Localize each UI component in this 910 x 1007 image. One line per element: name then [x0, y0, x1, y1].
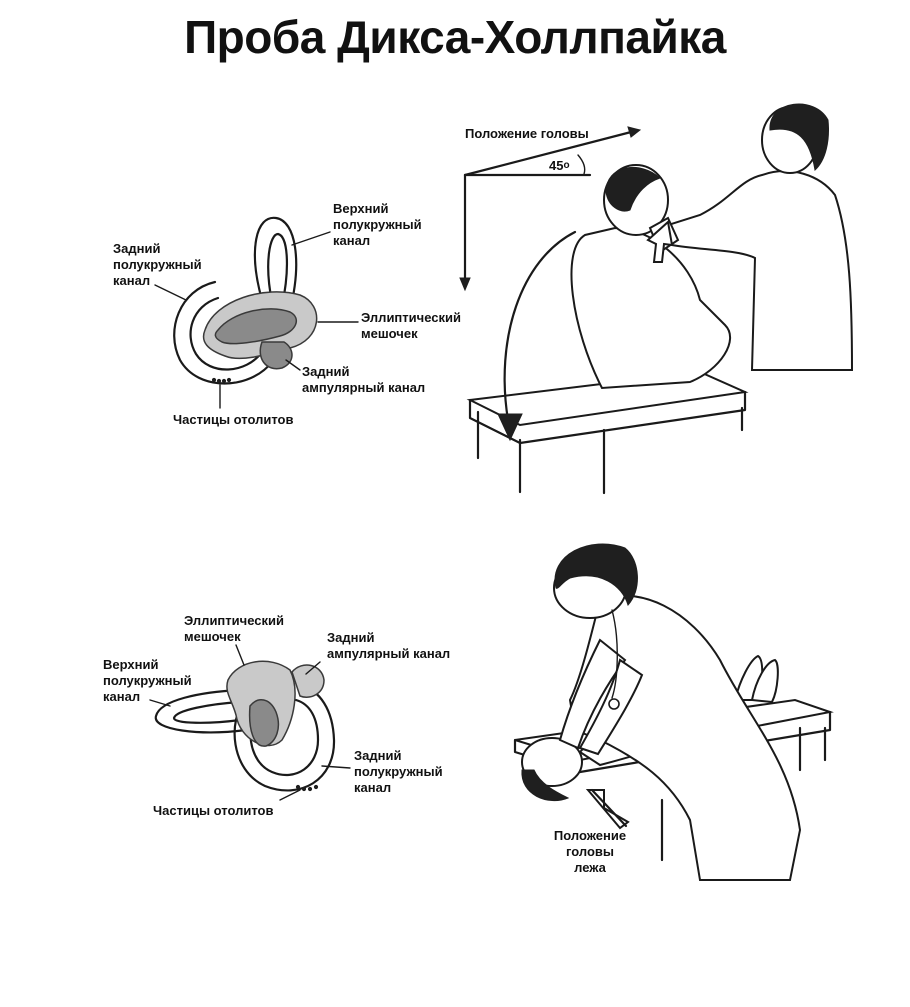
top-examination-scene [466, 103, 854, 495]
head-position-axes [459, 126, 642, 292]
label-upper-canal-bottom: Верхний полукружный канал [103, 657, 192, 704]
label-posterior-canal-top: Задний полукружный канал [113, 241, 202, 288]
label-head-position-lying: Положение головы лежа [553, 828, 627, 875]
label-head-position: Положение головы [465, 126, 589, 141]
label-posterior-ampulla-top: Задний ампулярный канал [302, 364, 426, 395]
top-labyrinth-drawing [154, 216, 359, 409]
label-upper-canal-top: Верхний полукружный канал [333, 201, 422, 248]
bottom-examination-scene [513, 543, 834, 881]
bottom-labyrinth-drawing [149, 644, 351, 801]
label-posterior-ampulla-bottom: Задний ампулярный канал [327, 630, 451, 661]
label-angle: 45o [549, 158, 570, 173]
label-posterior-canal-bottom: Задний полукружный канал [354, 748, 443, 795]
label-otoliths-top: Частицы отолитов [173, 412, 294, 427]
page-title: Проба Дикса-Холлпайка [184, 11, 726, 63]
label-otoliths-bottom: Частицы отолитов [153, 803, 274, 818]
label-utricle-top: Эллиптический мешочек [361, 310, 461, 341]
label-utricle-bottom: Эллиптический мешочек [184, 613, 284, 644]
